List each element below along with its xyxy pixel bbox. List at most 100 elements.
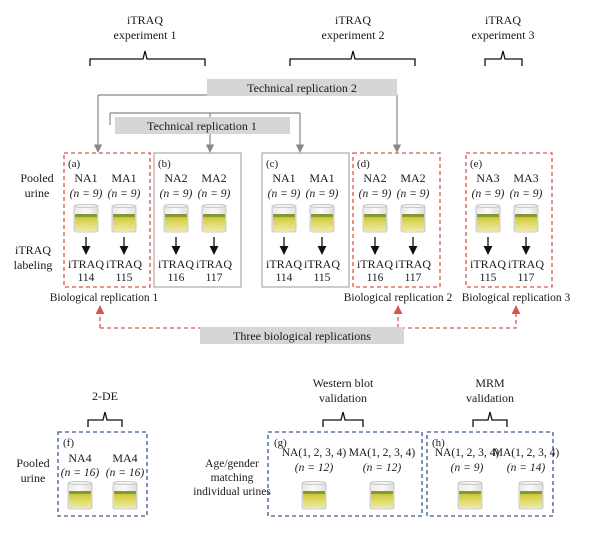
experiment-braces	[89, 50, 523, 66]
age-gender-label: Age/gender	[205, 458, 259, 470]
itraq-tag-right: 115	[116, 272, 133, 284]
panel-letter: (c)	[266, 158, 279, 170]
panel-g-frame	[267, 431, 423, 517]
itraq-tag-left: 116	[367, 272, 384, 284]
age-gender-label-2: matching	[211, 472, 254, 484]
sample-count-left: (n = 9)	[359, 188, 392, 200]
panel-b-frame	[153, 152, 242, 288]
itraq-reagent-left: iTRAQ	[357, 257, 393, 271]
brace-experiment-3	[484, 50, 523, 66]
technical-replication-1-band	[115, 117, 290, 134]
mrm-subtitle: validation	[466, 391, 514, 405]
three-biological-replications-label: Three biological replications	[233, 329, 371, 343]
twode-title: 2-DE	[92, 389, 118, 403]
bottom-beakers-layer	[67, 481, 544, 510]
panel-d-frame	[352, 152, 441, 288]
sample-count-right: (n = 9)	[397, 188, 430, 200]
panel-e-frame	[465, 152, 553, 288]
itraq-reagent-left: iTRAQ	[470, 257, 506, 271]
brace-mrm	[472, 411, 508, 427]
urine-beaker-left	[73, 204, 99, 233]
panel-g-left-n: (n = 12)	[295, 462, 334, 474]
panel-letter: (d)	[357, 158, 370, 170]
sample-count-left: (n = 9)	[268, 188, 301, 200]
panel-g-right-beaker	[369, 481, 395, 510]
sample-count-right: (n = 9)	[198, 188, 231, 200]
panel-h-right-n: (n = 14)	[507, 462, 546, 474]
sample-name-left: NA1	[74, 171, 97, 185]
itraq-reagent-right: iTRAQ	[196, 257, 232, 271]
panel-f-letter: (f)	[63, 437, 74, 449]
pooled-urine-label-2: urine	[25, 186, 50, 200]
technical-replication-2-band	[207, 79, 397, 96]
urine-beaker-right	[111, 204, 137, 233]
bottom-pooled-urine-label-2: urine	[21, 471, 46, 485]
western-blot-title: Western blot	[313, 376, 374, 390]
panel-h-left-name: NA(1, 2, 3, 4)	[435, 447, 500, 459]
sample-name-right: MA1	[111, 171, 136, 185]
panel-g-left-beaker	[301, 481, 327, 510]
sample-count-right: (n = 9)	[510, 188, 543, 200]
panel-a-frame	[63, 152, 151, 288]
sample-name-right: MA1	[309, 171, 334, 185]
experiment-1-title: iTRAQ	[127, 13, 163, 27]
itraq-tag-left: 116	[168, 272, 185, 284]
sample-name-left: NA2	[363, 171, 386, 185]
pooled-urine-label: Pooled	[20, 171, 53, 185]
itraq-reagent-left: iTRAQ	[68, 257, 104, 271]
itraq-tag-left: 114	[276, 272, 293, 284]
urine-beaker-left	[362, 204, 388, 233]
panel-f-right-n: (n = 16)	[106, 467, 145, 479]
experiment-1-subtitle: experiment 1	[114, 28, 177, 42]
age-gender-label-3: individual urines	[193, 486, 271, 498]
brace-western-blot	[322, 411, 364, 427]
itraq-reagent-left: iTRAQ	[158, 257, 194, 271]
panel-g-left-name: NA(1, 2, 3, 4)	[282, 447, 347, 459]
experiment-2-subtitle: experiment 2	[322, 28, 385, 42]
urine-beaker-left	[271, 204, 297, 233]
itraq-reagent-right: iTRAQ	[304, 257, 340, 271]
biological-replication-1-label: Biological replication 1	[50, 292, 159, 304]
sample-name-left: NA3	[476, 171, 499, 185]
sample-name-left: NA2	[164, 171, 187, 185]
panel-g-right-name: MA(1, 2, 3, 4)	[349, 447, 416, 459]
panel-h-left-n: (n = 9)	[451, 462, 484, 474]
sample-count-left: (n = 9)	[70, 188, 103, 200]
itraq-tag-left: 114	[78, 272, 95, 284]
itraq-tag-left: 115	[480, 272, 497, 284]
sample-name-right: MA2	[201, 171, 226, 185]
panel-f-left-name: NA4	[68, 451, 91, 465]
urine-beaker-right	[309, 204, 335, 233]
panel-h-frame	[426, 431, 554, 517]
itraq-labeling-label-2: labeling	[14, 258, 53, 272]
panel-f-right-beaker	[112, 481, 138, 510]
panel-letter: (b)	[158, 158, 171, 170]
itraq-tag-right: 115	[314, 272, 331, 284]
technical-replication-1-label: Technical replication 1	[147, 119, 257, 133]
itraq-tag-right: 117	[206, 272, 223, 284]
panel-g-right-n: (n = 12)	[363, 462, 402, 474]
panel-g-letter: (g)	[274, 437, 287, 449]
urine-beaker-right	[400, 204, 426, 233]
panel-f-left-beaker	[67, 481, 93, 510]
bottom-pooled-urine-label: Pooled	[16, 456, 49, 470]
experiment-2-title: iTRAQ	[335, 13, 371, 27]
mrm-title: MRM	[475, 376, 505, 390]
sample-name-left: NA1	[272, 171, 295, 185]
western-blot-subtitle: validation	[319, 391, 367, 405]
experiment-3-subtitle: experiment 3	[472, 28, 535, 42]
brace-twode	[87, 411, 123, 427]
sample-name-right: MA2	[400, 171, 425, 185]
three-biological-replications-band	[200, 327, 404, 344]
urine-beaker-right	[513, 204, 539, 233]
panel-h-right-name: MA(1, 2, 3, 4)	[493, 447, 560, 459]
biological-replication-connectors	[95, 305, 521, 329]
panel-letter: (e)	[470, 158, 483, 170]
itraq-reagent-right: iTRAQ	[395, 257, 431, 271]
sample-count-left: (n = 9)	[160, 188, 193, 200]
sample-count-right: (n = 9)	[108, 188, 141, 200]
